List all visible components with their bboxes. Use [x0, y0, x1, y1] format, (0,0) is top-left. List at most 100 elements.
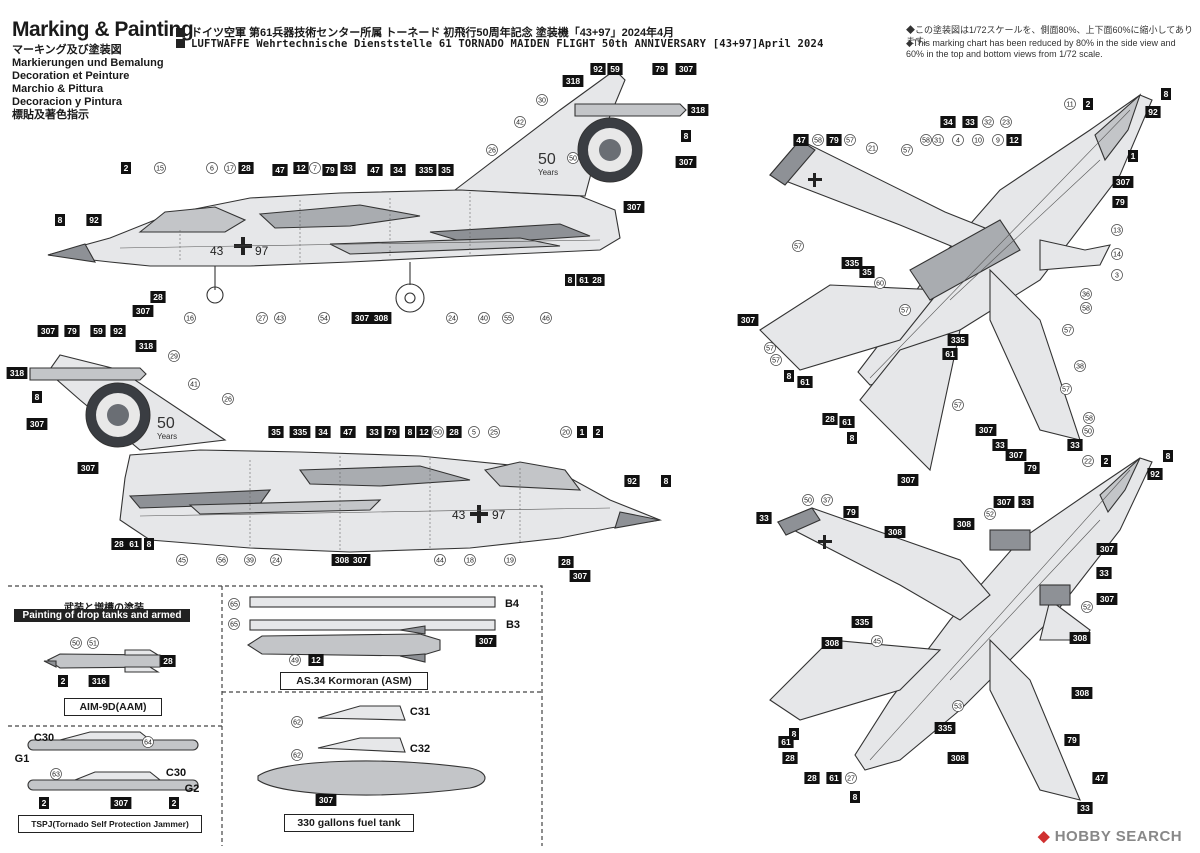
svg-text:30: 30 [538, 98, 546, 105]
fuel-tank-label: 330 gallons fuel tank [284, 814, 414, 832]
side1-callout-2: 6 [206, 162, 218, 174]
side2-callout-8: 307 [26, 418, 48, 430]
svg-text:8: 8 [568, 275, 573, 285]
svg-text:64: 64 [144, 740, 152, 747]
iron-cross-icon [808, 173, 822, 187]
svg-text:C30: C30 [34, 732, 54, 744]
stores-panel-frame [8, 585, 543, 846]
svg-text:308: 308 [1073, 633, 1087, 643]
kormoran-drawing [246, 596, 496, 663]
svg-text:57: 57 [901, 308, 909, 315]
side1-callout-4: 28 [238, 162, 254, 174]
side2-callout-14: 47 [340, 426, 356, 438]
side1-callout-32: 27 [256, 312, 268, 324]
top-callout-46: 335 [947, 334, 969, 346]
svg-text:28: 28 [592, 275, 602, 285]
side2-callout-15: 33 [366, 426, 382, 438]
svg-text:35: 35 [441, 165, 451, 175]
svg-text:307: 307 [353, 555, 367, 565]
bottom-callout-19: 308 [821, 637, 843, 649]
svg-text:8: 8 [58, 215, 63, 225]
top-callout-50: 61 [797, 376, 813, 388]
svg-text:8: 8 [1164, 89, 1169, 99]
svg-text:8: 8 [792, 729, 797, 739]
serial-right-text-2: 97 [492, 508, 506, 522]
side2-callout-10: 26 [222, 393, 234, 405]
side2-callout-39: 18 [464, 554, 476, 566]
svg-text:57: 57 [1062, 387, 1070, 394]
top-callout-32: 50 [1082, 425, 1094, 437]
kormoran-callout-4: 307 [475, 635, 497, 647]
top-callout-40: 57 [764, 342, 776, 354]
svg-text:57: 57 [903, 148, 911, 155]
side2-callout-16: 79 [384, 426, 400, 438]
svg-text:62: 62 [293, 753, 301, 760]
svg-text:307: 307 [1009, 450, 1023, 460]
top-callout-13: 10 [972, 134, 984, 146]
svg-text:57: 57 [794, 244, 802, 251]
svg-text:8: 8 [147, 539, 152, 549]
svg-text:28: 28 [825, 414, 835, 424]
side1-callout-38: 40 [478, 312, 490, 324]
svg-text:33: 33 [995, 440, 1005, 450]
top-callout-0: 47 [793, 134, 809, 146]
svg-text:34: 34 [943, 117, 953, 127]
side2-callout-25: 2 [593, 426, 603, 438]
svg-text:308: 308 [1075, 688, 1089, 698]
svg-text:79: 79 [387, 427, 397, 437]
bottom-callout-8: 33 [1018, 496, 1034, 508]
svg-text:58: 58 [1085, 416, 1093, 423]
side1-callout-18: 59 [607, 63, 623, 75]
svg-text:2: 2 [61, 676, 66, 686]
svg-text:35: 35 [862, 267, 872, 277]
top-callout-1: 58 [812, 134, 824, 146]
top-callout-7: 31 [932, 134, 944, 146]
svg-text:28: 28 [449, 427, 459, 437]
svg-text:335: 335 [951, 335, 965, 345]
jp-description: ドイツ空軍 第61兵器技術センター所属 トーネード 初飛行50周年記念 塗装機「… [176, 24, 674, 40]
svg-text:35: 35 [271, 427, 281, 437]
sheet-title: Marking & Painting [12, 18, 194, 41]
kormoran-callout-1: B4 [505, 598, 520, 610]
svg-text:12: 12 [1009, 135, 1019, 145]
bottom-callout-33: 47 [1092, 772, 1108, 784]
svg-text:43: 43 [276, 316, 284, 323]
svg-text:47: 47 [1095, 773, 1105, 783]
svg-text:92: 92 [593, 64, 603, 74]
bottom-callout-9: 22 [1082, 455, 1094, 467]
svg-text:57: 57 [954, 403, 962, 410]
top-callout-52: 57 [952, 399, 964, 411]
side1-callout-7: 7 [309, 162, 321, 174]
aim9d-callout-2: 28 [160, 655, 176, 667]
side2-callout-36: 308 [331, 554, 353, 566]
svg-text:79: 79 [846, 507, 856, 517]
svg-text:29: 29 [170, 354, 178, 361]
side2-callout-30: 61 [126, 538, 142, 550]
svg-text:11: 11 [1066, 102, 1073, 109]
kormoran-callout-5: 49 [289, 654, 301, 666]
svg-text:60: 60 [876, 281, 884, 288]
svg-text:34: 34 [393, 165, 403, 175]
svg-text:50: 50 [569, 156, 577, 163]
side1-callout-11: 34 [390, 164, 406, 176]
side1-callout-6: 12 [293, 162, 309, 174]
svg-text:25: 25 [490, 430, 498, 437]
side2-callout-19: 50 [432, 426, 444, 438]
svg-text:1: 1 [1131, 151, 1136, 161]
subtitle-3: Marchio & Pittura [12, 83, 104, 95]
svg-text:308: 308 [951, 753, 965, 763]
top-callout-23: 13 [1111, 224, 1123, 236]
svg-text:19: 19 [506, 558, 514, 565]
top-callout-20: 1 [1128, 150, 1138, 162]
svg-text:307: 307 [573, 571, 587, 581]
top-callout-15: 12 [1006, 134, 1022, 146]
kormoran-label: AS.34 Kormoran (ASM) [280, 672, 428, 690]
fuel-callout-4: 307 [315, 794, 337, 806]
svg-text:15: 15 [156, 166, 164, 173]
svg-text:7: 7 [313, 166, 317, 173]
svg-text:33: 33 [965, 117, 975, 127]
jp-description-text: ドイツ空軍 第61兵器技術センター所属 トーネード 初飛行50周年記念 塗装機「… [191, 27, 675, 39]
svg-text:38: 38 [1076, 364, 1084, 371]
top-callout-21: 307 [1112, 176, 1134, 188]
svg-text:36: 36 [1082, 292, 1090, 299]
